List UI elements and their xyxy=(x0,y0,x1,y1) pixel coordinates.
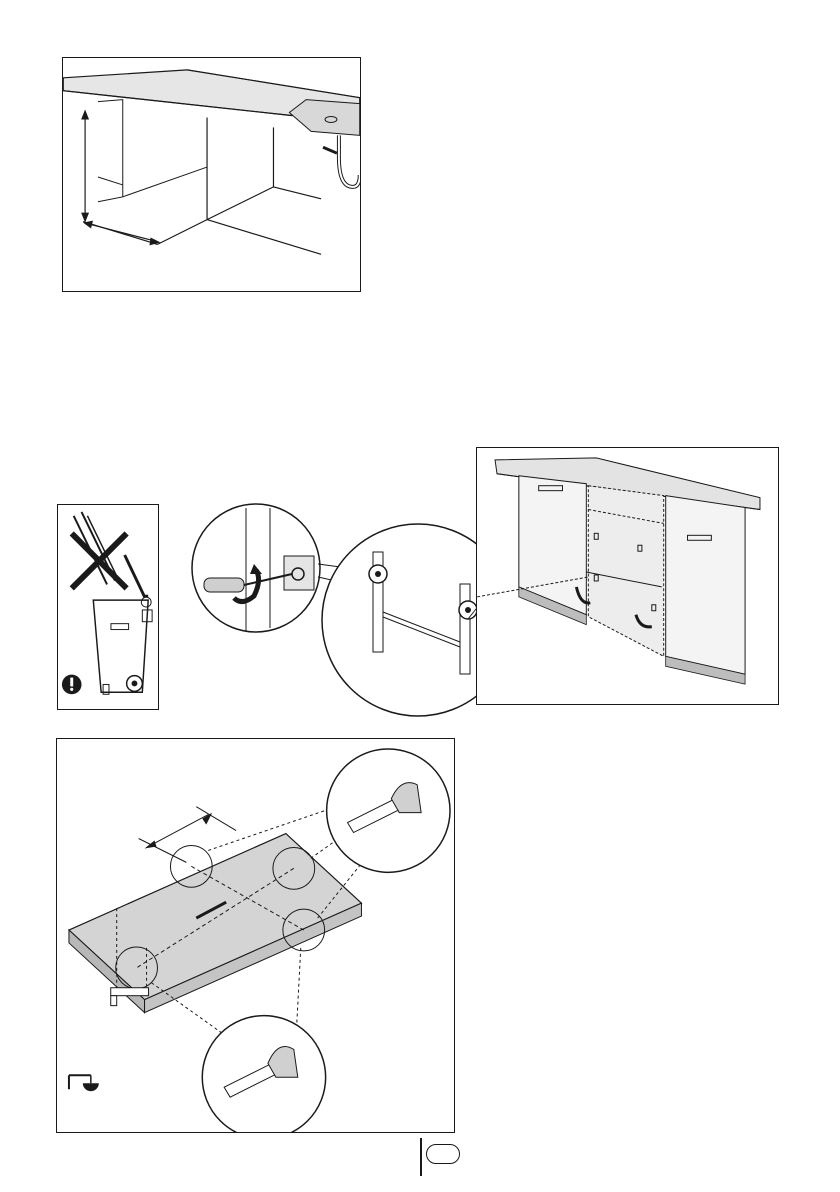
door-hinge-figure xyxy=(476,447,779,705)
footer-divider xyxy=(420,1138,422,1176)
door-panel-figure xyxy=(56,738,455,1133)
cabinet-niche-figure xyxy=(62,57,361,292)
crossed-bin-warning-icon xyxy=(58,505,158,709)
page-footer xyxy=(420,1138,480,1176)
language-badge xyxy=(426,1144,460,1164)
hinge-detail-figure xyxy=(188,502,518,722)
disposal-warning-figure xyxy=(57,504,159,710)
tape-measure-panel-icon xyxy=(57,739,454,1132)
cabinet-niche-icon xyxy=(63,58,360,291)
screwdriver-hinge-icon xyxy=(477,448,778,704)
